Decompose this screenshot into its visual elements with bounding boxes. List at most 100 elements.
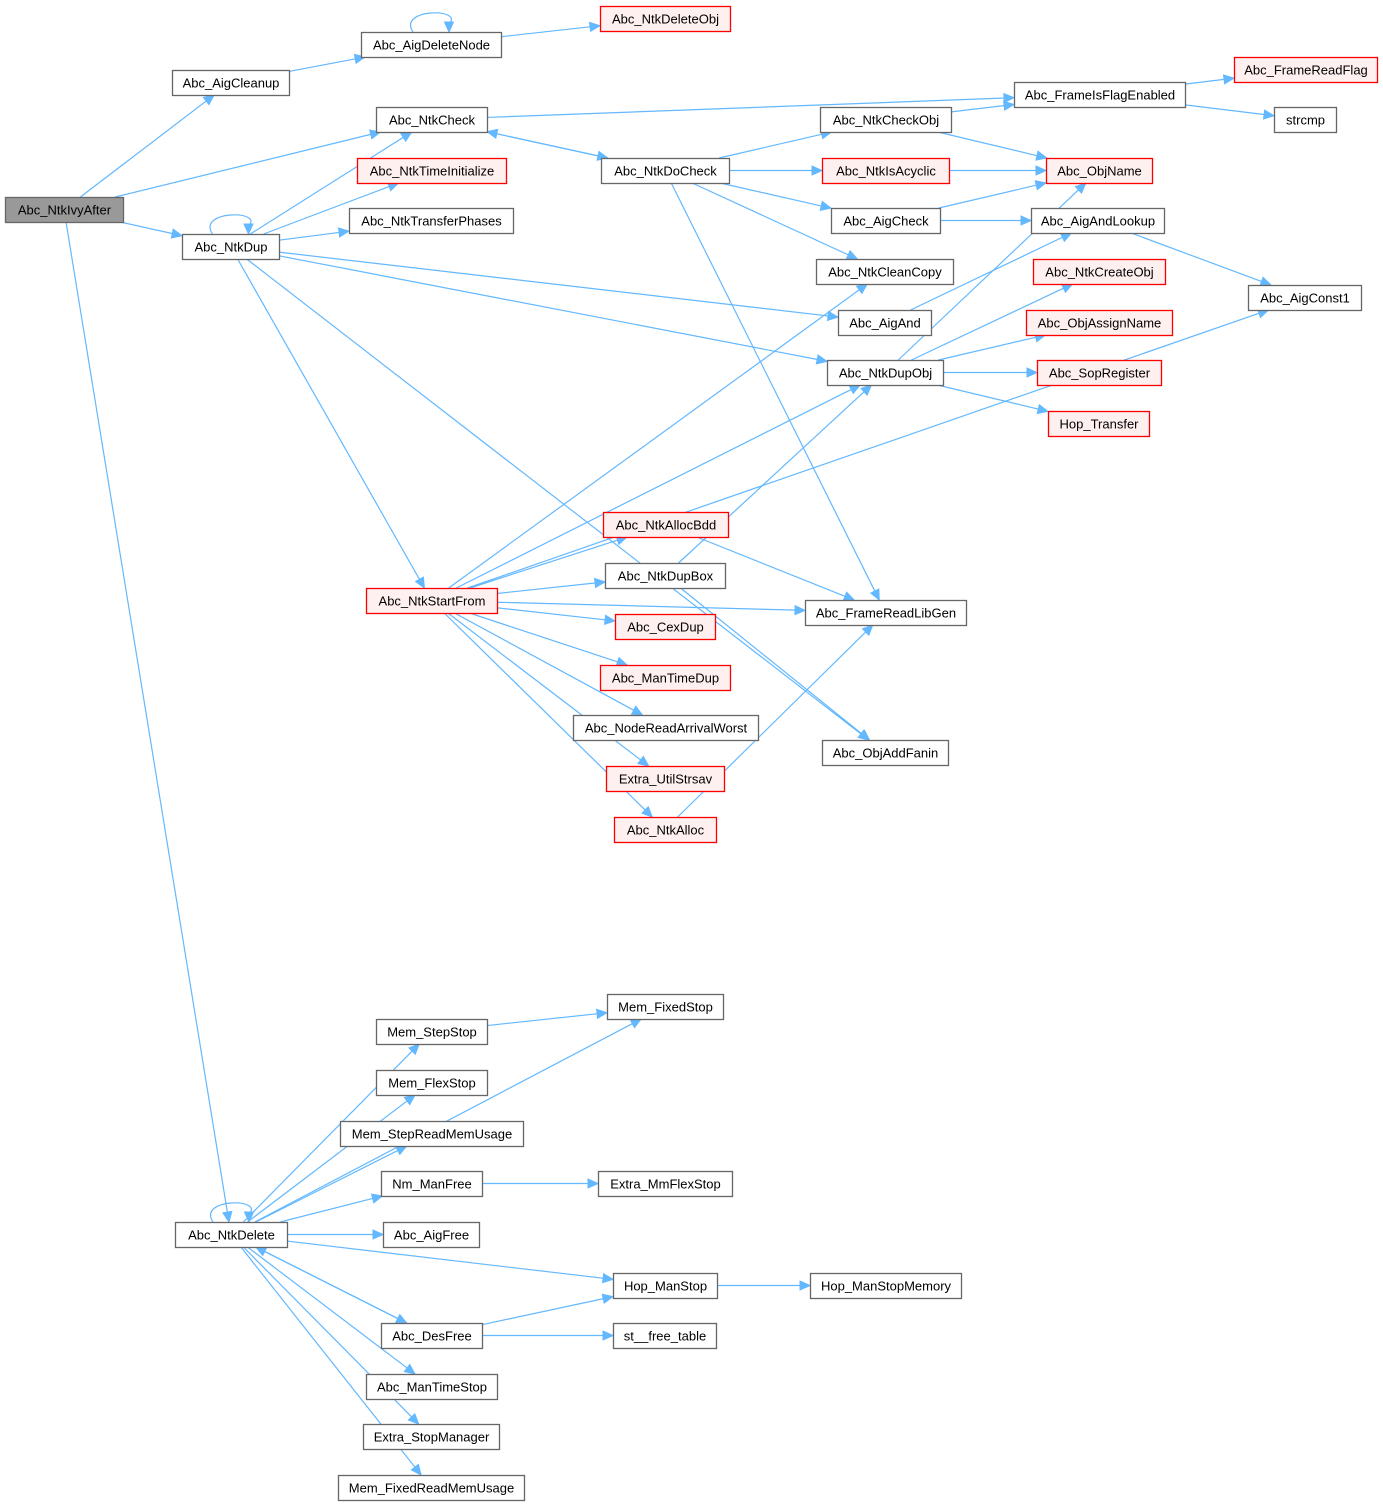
node-box[interactable] [360,31,503,59]
node-box[interactable] [826,359,945,387]
node-Abc_ObjAssignName[interactable]: Abc_ObjAssignName [1025,309,1174,337]
node-Abc_NtkDeleteObj[interactable]: Abc_NtkDeleteObj [599,5,732,33]
node-box[interactable] [606,993,725,1021]
node-box[interactable] [375,106,489,134]
node-Abc_NtkIvyAfter[interactable]: Abc_NtkIvyAfter [4,196,125,224]
node-box[interactable] [1025,309,1174,337]
node-box[interactable] [572,714,760,742]
node-box[interactable] [1036,359,1163,387]
node-Abc_AigAndLookup[interactable]: Abc_AigAndLookup [1030,207,1166,235]
node-box[interactable] [613,816,718,844]
node-box[interactable] [1032,258,1167,286]
node-Abc_NtkDelete[interactable]: Abc_NtkDelete [174,1221,289,1249]
node-box[interactable] [380,1322,484,1350]
node-Abc_NtkDupBox[interactable]: Abc_NtkDupBox [604,562,727,590]
node-box[interactable] [604,562,727,590]
node-box[interactable] [599,5,732,33]
node-Nm_ManFree[interactable]: Nm_ManFree [380,1170,484,1198]
node-Abc_NodeReadArrivalWorst[interactable]: Abc_NodeReadArrivalWorst [572,714,760,742]
node-Abc_NtkCreateObj[interactable]: Abc_NtkCreateObj [1032,258,1167,286]
node-box[interactable] [4,196,125,224]
node-box[interactable] [612,1322,718,1350]
node-Abc_NtkIsAcyclic[interactable]: Abc_NtkIsAcyclic [821,157,951,185]
node-box[interactable] [1030,207,1166,235]
node-Abc_AigConst1[interactable]: Abc_AigConst1 [1247,284,1363,312]
node-box[interactable] [362,1423,501,1451]
node-box[interactable] [815,258,955,286]
node-box[interactable] [181,233,281,261]
node-box[interactable] [600,157,731,185]
node-box[interactable] [819,106,953,134]
node-Abc_AigDeleteNode[interactable]: Abc_AigDeleteNode [360,31,503,59]
node-box[interactable] [1273,106,1338,134]
node-box[interactable] [597,1170,734,1198]
node-box[interactable] [837,309,933,337]
node-Abc_FrameIsFlagEnabled[interactable]: Abc_FrameIsFlagEnabled [1013,81,1187,109]
node-box[interactable] [375,1018,489,1046]
node-Abc_AigAnd[interactable]: Abc_AigAnd [837,309,933,337]
node-Abc_ObjAddFanin[interactable]: Abc_ObjAddFanin [821,739,950,767]
node-Abc_NtkDup[interactable]: Abc_NtkDup [181,233,281,261]
node-box[interactable] [348,207,515,235]
node-Abc_NtkCheckObj[interactable]: Abc_NtkCheckObj [819,106,953,134]
node-Extra_UtilStrsav[interactable]: Extra_UtilStrsav [605,765,726,793]
node-Abc_NtkTimeInitialize[interactable]: Abc_NtkTimeInitialize [356,157,508,185]
node-Hop_ManStopMemory[interactable]: Hop_ManStopMemory [809,1272,963,1300]
node-Mem_StepReadMemUsage[interactable]: Mem_StepReadMemUsage [339,1120,525,1148]
node-box[interactable] [612,1272,719,1300]
node-Hop_Transfer[interactable]: Hop_Transfer [1047,410,1151,438]
node-Abc_CexDup[interactable]: Abc_CexDup [614,613,717,641]
node-Abc_NtkTransferPhases[interactable]: Abc_NtkTransferPhases [348,207,515,235]
node-box[interactable] [365,1373,499,1401]
node-box[interactable] [602,511,730,539]
node-Abc_NtkCheck[interactable]: Abc_NtkCheck [375,106,489,134]
node-box[interactable] [1047,410,1151,438]
node-box[interactable] [1247,284,1363,312]
node-box[interactable] [1013,81,1187,109]
node-Abc_FrameReadFlag[interactable]: Abc_FrameReadFlag [1233,56,1379,84]
node-box[interactable] [174,1221,289,1249]
node-Abc_DesFree[interactable]: Abc_DesFree [380,1322,484,1350]
node-box[interactable] [804,599,968,627]
node-Abc_AigCheck[interactable]: Abc_AigCheck [830,207,942,235]
node-Abc_NtkAllocBdd[interactable]: Abc_NtkAllocBdd [602,511,730,539]
node-box[interactable] [356,157,508,185]
node-Abc_AigCleanup[interactable]: Abc_AigCleanup [171,69,291,97]
node-Mem_FixedReadMemUsage[interactable]: Mem_FixedReadMemUsage [337,1474,526,1502]
node-box[interactable] [830,207,942,235]
node-Extra_MmFlexStop[interactable]: Extra_MmFlexStop [597,1170,734,1198]
node-box[interactable] [337,1474,526,1502]
node-Mem_FlexStop[interactable]: Mem_FlexStop [375,1069,489,1097]
node-box[interactable] [382,1221,481,1249]
node-box[interactable] [1045,157,1154,185]
node-box[interactable] [614,613,717,641]
node-st__free_table[interactable]: st__free_table [612,1322,718,1350]
node-strcmp[interactable]: strcmp [1273,106,1338,134]
node-Abc_FrameReadLibGen[interactable]: Abc_FrameReadLibGen [804,599,968,627]
node-box[interactable] [821,157,951,185]
node-Abc_NtkDoCheck[interactable]: Abc_NtkDoCheck [600,157,731,185]
node-box[interactable] [365,587,499,615]
node-Mem_StepStop[interactable]: Mem_StepStop [375,1018,489,1046]
node-box[interactable] [171,69,291,97]
node-Mem_FixedStop[interactable]: Mem_FixedStop [606,993,725,1021]
node-Abc_ManTimeDup[interactable]: Abc_ManTimeDup [599,664,732,692]
node-box[interactable] [375,1069,489,1097]
node-Abc_NtkCleanCopy[interactable]: Abc_NtkCleanCopy [815,258,955,286]
node-Extra_StopManager[interactable]: Extra_StopManager [362,1423,501,1451]
node-box[interactable] [605,765,726,793]
node-Abc_ObjName[interactable]: Abc_ObjName [1045,157,1154,185]
node-Abc_NtkStartFrom[interactable]: Abc_NtkStartFrom [365,587,499,615]
node-Abc_NtkDupObj[interactable]: Abc_NtkDupObj [826,359,945,387]
node-box[interactable] [1233,56,1379,84]
node-Hop_ManStop[interactable]: Hop_ManStop [612,1272,719,1300]
node-Abc_AigFree[interactable]: Abc_AigFree [382,1221,481,1249]
node-box[interactable] [599,664,732,692]
node-box[interactable] [380,1170,484,1198]
node-box[interactable] [339,1120,525,1148]
node-Abc_ManTimeStop[interactable]: Abc_ManTimeStop [365,1373,499,1401]
node-Abc_SopRegister[interactable]: Abc_SopRegister [1036,359,1163,387]
node-box[interactable] [821,739,950,767]
node-Abc_NtkAlloc[interactable]: Abc_NtkAlloc [613,816,718,844]
node-box[interactable] [809,1272,963,1300]
